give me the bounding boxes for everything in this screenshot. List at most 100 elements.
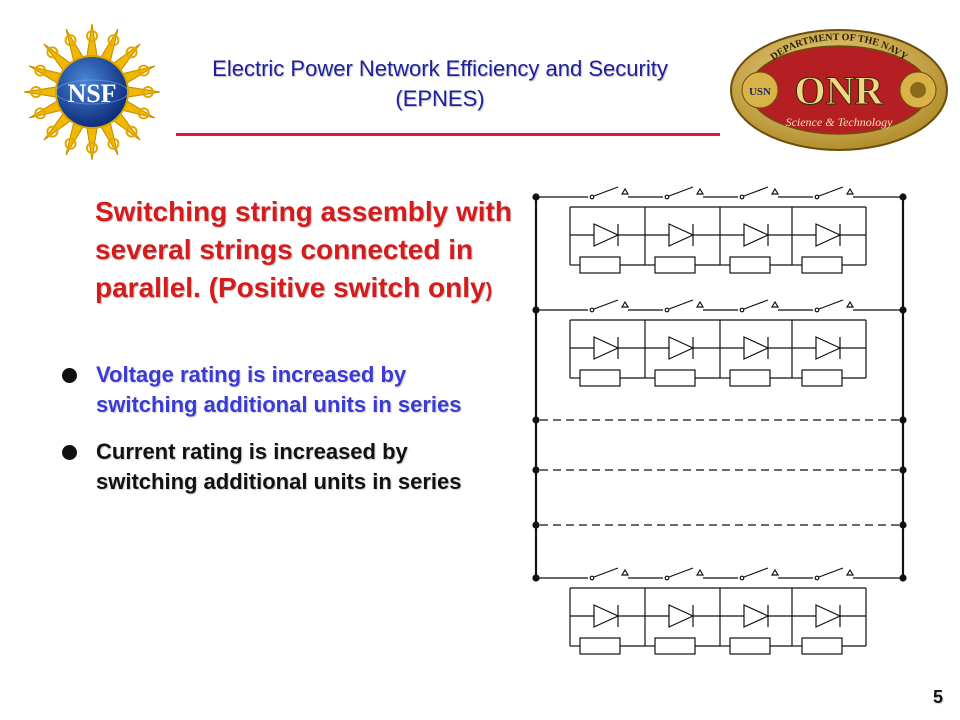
diode-icon — [593, 223, 620, 247]
resistor-icon — [801, 369, 843, 387]
switch-contact — [589, 194, 595, 200]
nsf-ray-ring — [64, 137, 77, 150]
switch-mark — [620, 300, 630, 308]
nsf-ray-ring — [86, 30, 98, 42]
nsf-logo-text: NSF — [67, 79, 116, 108]
nsf-ray-ring — [107, 34, 120, 47]
switch-mark — [695, 300, 705, 308]
diode-icon — [815, 604, 842, 628]
heading-paren: ) — [485, 280, 493, 302]
switch-mark — [845, 568, 855, 576]
bullet-item: Voltage rating is increased by switching… — [60, 360, 500, 420]
slide-heading: Switching string assembly with several s… — [95, 193, 515, 310]
nsf-ray-ring — [107, 137, 120, 150]
nsf-ray-ring — [34, 107, 47, 120]
heading-text: Switching string assembly with several s… — [95, 196, 512, 303]
switch-mark — [695, 187, 705, 195]
resistor-icon — [654, 256, 696, 274]
terminal-dot — [899, 521, 907, 529]
switch-blade — [743, 299, 769, 310]
terminal-dot — [532, 466, 540, 474]
resistor-icon — [654, 369, 696, 387]
switch-blade — [818, 567, 844, 578]
nsf-ray-ring — [46, 125, 59, 138]
switch-mark — [770, 300, 780, 308]
switch-blade — [593, 186, 619, 197]
switch-contact — [664, 575, 670, 581]
switch-mark — [620, 187, 630, 195]
bullet-dot-icon — [62, 368, 77, 383]
switching-string-circuit — [532, 186, 907, 655]
switch-contact — [589, 575, 595, 581]
bullet-text: Voltage rating is increased by switching… — [96, 362, 462, 417]
svg-text:USN: USN — [749, 86, 771, 98]
switch-contact — [739, 307, 745, 313]
switch-contact — [664, 307, 670, 313]
diode-icon — [815, 336, 842, 360]
switch-blade — [593, 299, 619, 310]
terminal-dot — [532, 521, 540, 529]
switch-contact — [814, 575, 820, 581]
nsf-ray-ring — [30, 86, 42, 98]
switch-blade — [818, 299, 844, 310]
switch-blade — [668, 186, 694, 197]
diode-icon — [668, 223, 695, 247]
diode-icon — [743, 604, 770, 628]
diode-icon — [668, 604, 695, 628]
terminal-dot — [532, 416, 540, 424]
nsf-ray-ring — [142, 86, 154, 98]
diode-icon — [743, 223, 770, 247]
switch-contact — [589, 307, 595, 313]
title-line-2: (EPNES) — [395, 86, 485, 111]
bullet-list: Voltage rating is increased by switching… — [60, 360, 500, 514]
page-title: Electric Power Network Efficiency and Se… — [150, 54, 730, 114]
title-line-1: Electric Power Network Efficiency and Se… — [212, 56, 668, 81]
nsf-ray-ring — [125, 46, 138, 59]
resistor-icon — [729, 637, 771, 655]
onr-logo: DEPARTMENT OF THE NAVY USN ONR Science &… — [730, 29, 948, 151]
diode-icon — [593, 604, 620, 628]
switch-mark — [770, 187, 780, 195]
resistor-icon — [729, 369, 771, 387]
bullet-dot-icon — [62, 445, 77, 460]
diode-icon — [815, 223, 842, 247]
nsf-ray-ring — [137, 107, 150, 120]
switch-contact — [814, 307, 820, 313]
nsf-ray-ring — [125, 125, 138, 138]
resistor-icon — [654, 637, 696, 655]
terminal-dot — [899, 466, 907, 474]
switch-mark — [695, 568, 705, 576]
switch-blade — [593, 567, 619, 578]
switch-blade — [818, 186, 844, 197]
nsf-ray-ring — [86, 142, 98, 154]
switch-contact — [739, 194, 745, 200]
bullet-item: Current rating is increased by switching… — [60, 437, 500, 497]
nsf-logo: NSF — [23, 23, 161, 161]
nsf-ray-ring — [137, 64, 150, 77]
switch-mark — [845, 300, 855, 308]
resistor-icon — [579, 637, 621, 655]
resistor-icon — [729, 256, 771, 274]
switch-mark — [845, 187, 855, 195]
bullet-text: Current rating is increased by switching… — [96, 439, 462, 494]
title-underline — [176, 133, 720, 136]
switch-blade — [743, 567, 769, 578]
resistor-icon — [801, 256, 843, 274]
page-number: 5 — [932, 687, 943, 707]
switch-mark — [770, 568, 780, 576]
switch-blade — [668, 567, 694, 578]
diode-icon — [743, 336, 770, 360]
switch-contact — [814, 194, 820, 200]
switch-blade — [743, 186, 769, 197]
nsf-ray-ring — [46, 46, 59, 59]
switch-contact — [664, 194, 670, 200]
resistor-icon — [579, 369, 621, 387]
resistor-icon — [579, 256, 621, 274]
switch-mark — [620, 568, 630, 576]
onr-sub-text: Science & Technology — [786, 115, 894, 129]
diode-icon — [668, 336, 695, 360]
diode-icon — [593, 336, 620, 360]
switch-blade — [668, 299, 694, 310]
resistor-icon — [801, 637, 843, 655]
